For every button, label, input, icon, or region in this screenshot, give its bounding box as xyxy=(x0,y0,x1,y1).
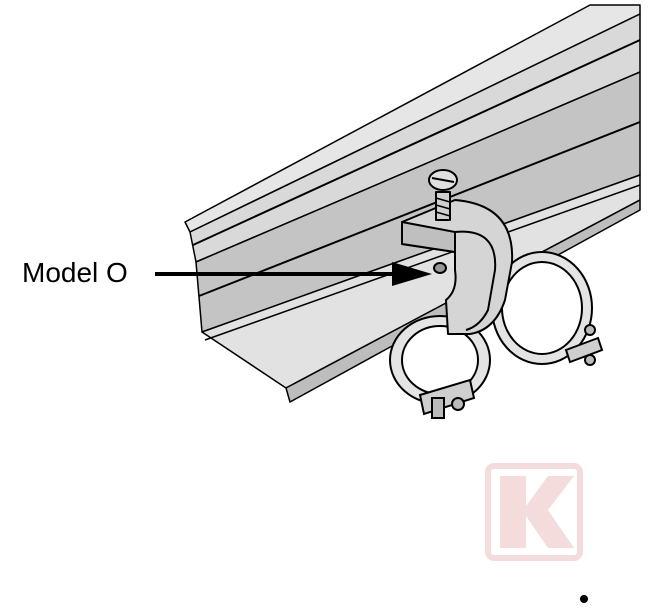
k-logo-icon xyxy=(485,463,583,561)
dot-icon xyxy=(580,595,588,603)
channel-top-flange xyxy=(184,4,641,233)
model-o-clamp xyxy=(401,169,514,335)
callout-arrow xyxy=(155,262,432,286)
front-pipe-clamp xyxy=(389,315,491,419)
model-label: Model O xyxy=(22,257,128,288)
strut-channel xyxy=(184,4,641,403)
rear-pipe-clamp xyxy=(481,251,604,366)
